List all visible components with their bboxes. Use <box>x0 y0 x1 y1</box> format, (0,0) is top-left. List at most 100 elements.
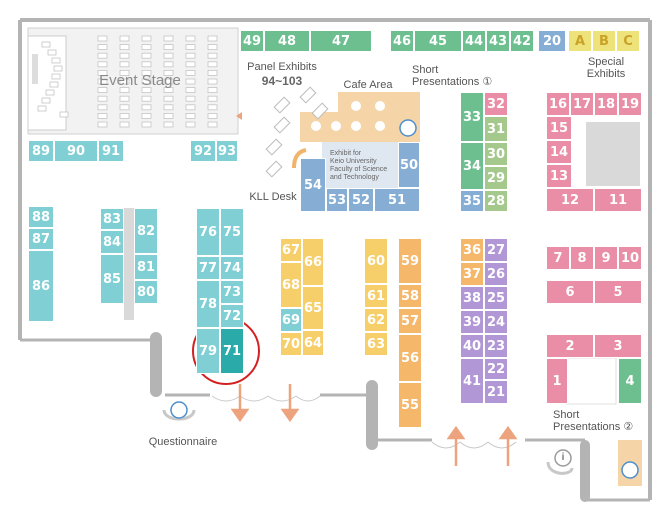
booth-67[interactable]: 67 <box>280 238 302 262</box>
booth-37[interactable]: 37 <box>460 262 484 286</box>
booth-49[interactable]: 49 <box>240 30 264 52</box>
booth-62[interactable]: 62 <box>364 308 388 332</box>
booth-57[interactable]: 57 <box>398 308 422 334</box>
booth-33[interactable]: 33 <box>460 92 484 142</box>
booth-7[interactable]: 7 <box>546 246 570 270</box>
booth-93[interactable]: 93 <box>216 140 238 162</box>
info-icon[interactable] <box>554 449 572 467</box>
booth-61[interactable]: 61 <box>364 284 388 308</box>
booth-89[interactable]: 89 <box>28 140 54 162</box>
booth-1[interactable]: 1 <box>546 358 568 404</box>
booth-16[interactable]: 16 <box>546 92 570 116</box>
booth-22[interactable]: 22 <box>484 358 508 380</box>
booth-80[interactable]: 80 <box>134 280 158 304</box>
questionnaire-icon[interactable] <box>170 401 188 419</box>
booth-92[interactable]: 92 <box>190 140 216 162</box>
booth-5[interactable]: 5 <box>594 280 642 304</box>
booth-75[interactable]: 75 <box>220 208 244 256</box>
booth-17[interactable]: 17 <box>570 92 594 116</box>
booth-64[interactable]: 64 <box>302 330 324 356</box>
booth-30[interactable]: 30 <box>484 142 508 166</box>
booth-2[interactable]: 2 <box>546 334 594 358</box>
booth-38[interactable]: 38 <box>460 286 484 310</box>
booth-10[interactable]: 10 <box>618 246 642 270</box>
booth-68[interactable]: 68 <box>280 262 302 308</box>
booth-54[interactable]: 54 <box>300 158 326 212</box>
booth-19[interactable]: 19 <box>618 92 642 116</box>
booth-70[interactable]: 70 <box>280 332 302 356</box>
booth-18[interactable]: 18 <box>594 92 618 116</box>
booth-78[interactable]: 78 <box>196 280 220 328</box>
booth-24[interactable]: 24 <box>484 310 508 334</box>
booth-27[interactable]: 27 <box>484 238 508 262</box>
booth-65[interactable]: 65 <box>302 286 324 330</box>
booth-91[interactable]: 91 <box>98 140 124 162</box>
booth-21[interactable]: 21 <box>484 380 508 404</box>
booth-C[interactable]: C <box>616 30 640 52</box>
booth-35[interactable]: 35 <box>460 190 484 212</box>
booth-29[interactable]: 29 <box>484 166 508 190</box>
booth-4[interactable]: 4 <box>618 358 642 404</box>
booth-50[interactable]: 50 <box>398 142 420 188</box>
booth-59[interactable]: 59 <box>398 238 422 284</box>
booth-58[interactable]: 58 <box>398 284 422 308</box>
booth-39[interactable]: 39 <box>460 310 484 334</box>
booth-60[interactable]: 60 <box>364 238 388 284</box>
booth-74[interactable]: 74 <box>220 256 244 280</box>
booth-6[interactable]: 6 <box>546 280 594 304</box>
booth-41[interactable]: 41 <box>460 358 484 404</box>
booth-36[interactable]: 36 <box>460 238 484 262</box>
booth-76[interactable]: 76 <box>196 208 220 256</box>
booth-83[interactable]: 83 <box>100 208 124 230</box>
booth-13[interactable]: 13 <box>546 164 572 188</box>
booth-71[interactable]: 71 <box>220 328 244 374</box>
booth-48[interactable]: 48 <box>264 30 310 52</box>
booth-88[interactable]: 88 <box>28 206 54 228</box>
booth-3[interactable]: 3 <box>594 334 642 358</box>
booth-42[interactable]: 42 <box>510 30 534 52</box>
booth-43[interactable]: 43 <box>486 30 510 52</box>
booth-47[interactable]: 47 <box>310 30 372 52</box>
booth-8[interactable]: 8 <box>570 246 594 270</box>
booth-46[interactable]: 46 <box>390 30 414 52</box>
booth-52[interactable]: 52 <box>348 188 374 212</box>
booth-66[interactable]: 66 <box>302 238 324 286</box>
booth-11[interactable]: 11 <box>594 188 642 212</box>
booth-45[interactable]: 45 <box>414 30 462 52</box>
booth-77[interactable]: 77 <box>196 256 220 280</box>
booth-87[interactable]: 87 <box>28 228 54 250</box>
booth-9[interactable]: 9 <box>594 246 618 270</box>
booth-84[interactable]: 84 <box>100 230 124 254</box>
booth-63[interactable]: 63 <box>364 332 388 356</box>
booth-31[interactable]: 31 <box>484 116 508 142</box>
booth-14[interactable]: 14 <box>546 140 572 164</box>
panel-exhibits <box>265 86 329 178</box>
booth-28[interactable]: 28 <box>484 190 508 212</box>
booth-81[interactable]: 81 <box>134 254 158 280</box>
booth-79[interactable]: 79 <box>196 328 220 374</box>
booth-85[interactable]: 85 <box>100 254 124 304</box>
booth-86[interactable]: 86 <box>28 250 54 322</box>
booth-53[interactable]: 53 <box>326 188 348 212</box>
booth-A[interactable]: A <box>568 30 592 52</box>
booth-72[interactable]: 72 <box>220 304 244 328</box>
booth-82[interactable]: 82 <box>134 208 158 254</box>
booth-15[interactable]: 15 <box>546 116 572 140</box>
booth-40[interactable]: 40 <box>460 334 484 358</box>
booth-56[interactable]: 56 <box>398 334 422 382</box>
booth-73[interactable]: 73 <box>220 280 244 304</box>
booth-90[interactable]: 90 <box>54 140 98 162</box>
booth-26[interactable]: 26 <box>484 262 508 286</box>
booth-51[interactable]: 51 <box>374 188 420 212</box>
booth-69[interactable]: 69 <box>280 308 302 332</box>
booth-23[interactable]: 23 <box>484 334 508 358</box>
booth-34[interactable]: 34 <box>460 142 484 190</box>
booth-12[interactable]: 12 <box>546 188 594 212</box>
booth-20[interactable]: 20 <box>538 30 566 52</box>
booth-44[interactable]: 44 <box>462 30 486 52</box>
booth-55[interactable]: 55 <box>398 382 422 428</box>
booth-B[interactable]: B <box>592 30 616 52</box>
booth-25[interactable]: 25 <box>484 286 508 310</box>
booth-32[interactable]: 32 <box>484 92 508 116</box>
